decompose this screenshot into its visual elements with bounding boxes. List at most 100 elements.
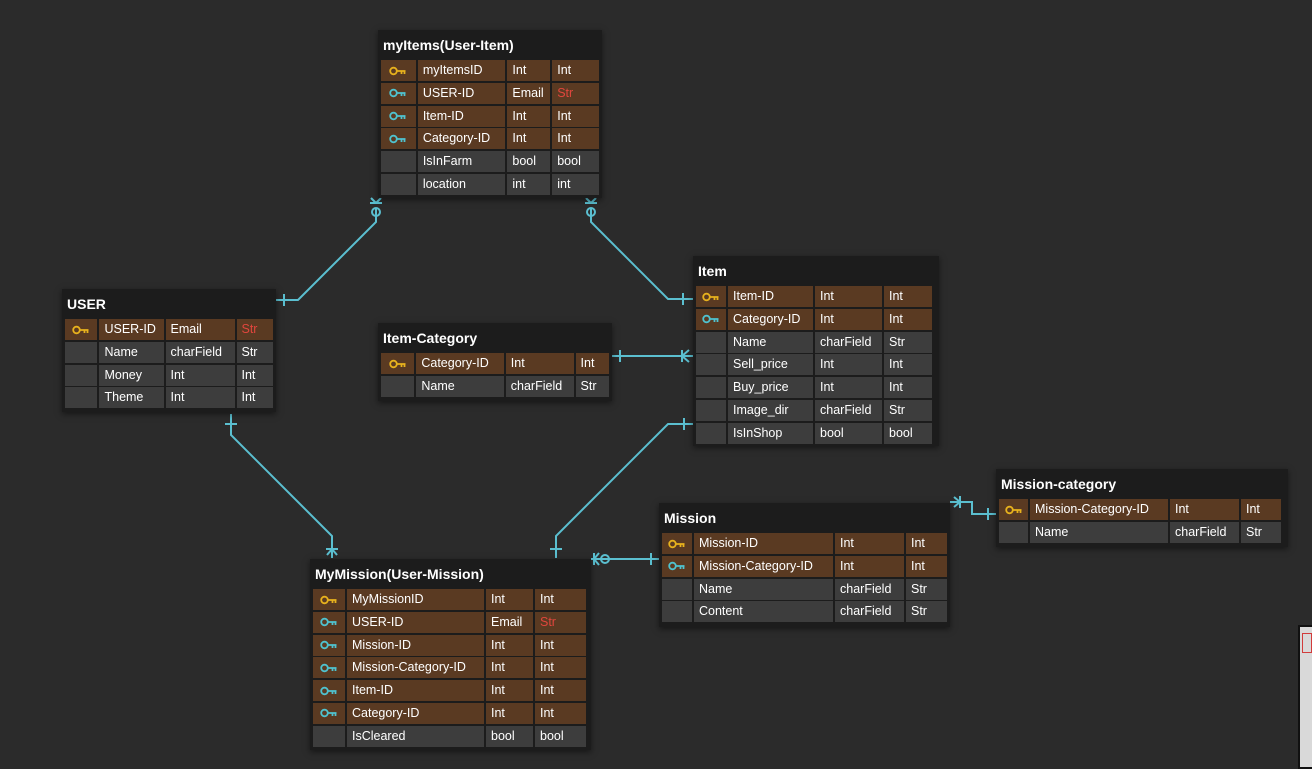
field-py-type: Str	[236, 341, 273, 363]
field-py-type: Str	[906, 578, 947, 600]
relationship-user-mymission[interactable]	[230, 414, 333, 558]
field-py-type: Int	[236, 364, 273, 386]
primary-key-icon	[999, 499, 1028, 520]
field-name: Name	[99, 341, 164, 363]
table-title: Mission	[659, 503, 950, 533]
primary-key-icon	[696, 286, 726, 307]
many-mark-mission-missioncategory	[953, 496, 961, 508]
key-cell-empty	[696, 399, 726, 421]
field-py-type: Str	[236, 319, 273, 340]
table-title: Item-Category	[378, 323, 612, 353]
field-type: Int	[486, 657, 533, 679]
foreign-key-icon	[313, 611, 345, 633]
relationship-item-mymission[interactable]	[555, 423, 693, 558]
field-py-type: Int	[575, 353, 609, 374]
field-name: Mission-Category-ID	[694, 555, 833, 577]
key-cell-empty	[696, 354, 726, 376]
side-panel-tab[interactable]	[1302, 633, 1312, 653]
field-type: int	[507, 173, 551, 195]
key-cell-empty	[65, 387, 98, 409]
table-title: myItems(User-Item)	[378, 30, 602, 60]
field-type: bool	[486, 725, 533, 747]
primary-key-icon	[65, 319, 98, 340]
table-title: Item	[693, 256, 939, 286]
field-name: Category-ID	[416, 353, 504, 374]
relationship-user-myitems[interactable]	[276, 208, 377, 301]
field-type: Int	[507, 128, 551, 150]
field-type: Int	[835, 533, 904, 554]
field-type: Int	[815, 286, 882, 307]
many-mark-mymission-mission	[593, 552, 610, 566]
field-py-type: Int	[906, 533, 947, 554]
field-py-type: Int	[906, 555, 947, 577]
foreign-key-icon	[313, 702, 345, 724]
field-name: Mission-ID	[694, 533, 833, 554]
field-type: Int	[815, 308, 882, 330]
field-name: IsInShop	[728, 422, 813, 444]
field-type: Email	[165, 319, 235, 340]
field-name: Category-ID	[728, 308, 813, 330]
field-type: Int	[486, 589, 533, 610]
field-type: charField	[165, 341, 235, 363]
field-type: charField	[835, 578, 904, 600]
relationship-myitems-item[interactable]	[590, 208, 693, 300]
field-py-type: Int	[535, 657, 586, 679]
field-type: bool	[815, 422, 882, 444]
field-type: charField	[505, 375, 574, 397]
key-cell-empty	[696, 331, 726, 353]
field-name: Item-ID	[347, 680, 484, 702]
foreign-key-icon	[381, 105, 416, 127]
key-cell-empty	[381, 375, 415, 397]
field-name: Theme	[99, 387, 164, 409]
field-name: Sell_price	[728, 354, 813, 376]
field-py-type: Int	[535, 680, 586, 702]
table-title: USER	[62, 289, 276, 319]
foreign-key-icon	[381, 128, 416, 150]
side-panel-edge[interactable]	[1298, 625, 1312, 769]
field-py-type: Int	[552, 128, 599, 150]
field-type: Int	[486, 702, 533, 724]
